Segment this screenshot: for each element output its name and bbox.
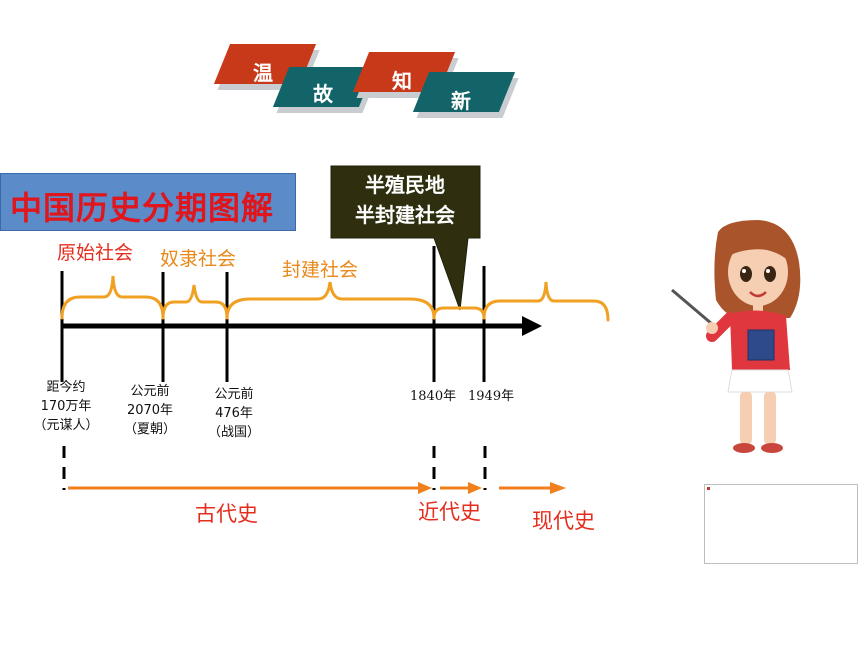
page-title: 中国历史分期图解 xyxy=(10,189,275,227)
tick-label-4: 1840年 xyxy=(410,389,457,404)
era-label-slave: 奴隶社会 xyxy=(160,248,237,270)
brace-primitive xyxy=(60,275,165,320)
callout-bubble xyxy=(330,165,481,311)
callout-line-1: 半殖民地 xyxy=(365,173,445,197)
banner-char-3: 知 xyxy=(392,69,412,93)
modern-arrowhead xyxy=(468,482,482,494)
banner-char-1: 温 xyxy=(253,61,273,85)
ancient-arrowhead xyxy=(418,482,432,494)
brace-feudal xyxy=(225,281,436,320)
period-label-ancient: 古代史 xyxy=(195,502,258,526)
banner-char-2: 故 xyxy=(313,82,333,106)
brace-semicolonial xyxy=(432,306,486,320)
period-label-contemporary: 现代史 xyxy=(532,509,595,533)
contemporary-arrowhead xyxy=(550,482,566,494)
tick-label-3: 公元前 476年 （战国） xyxy=(207,387,260,440)
brace-contemporary xyxy=(482,281,610,322)
era-label-primitive: 原始社会 xyxy=(57,242,134,264)
tick-label-5: 1949年 xyxy=(468,389,515,404)
tick-label-2: 公元前 2070年 （夏朝） xyxy=(123,384,176,437)
period-label-modern: 近代史 xyxy=(418,500,481,524)
teacher-illustration xyxy=(671,220,801,453)
title-box xyxy=(0,173,296,231)
callout-line-2: 半封建社会 xyxy=(355,203,455,227)
banner-char-4: 新 xyxy=(451,89,471,113)
tick-label-1: 距今约 170万年 （元谋人） xyxy=(33,380,99,433)
timeline-arrowhead xyxy=(522,316,542,336)
thumbnail-marker xyxy=(707,487,710,490)
era-label-feudal: 封建社会 xyxy=(282,259,359,281)
callout-label: 半殖民地 半封建社会 xyxy=(332,170,478,230)
brace-slave xyxy=(161,284,229,320)
thumbnail-box[interactable] xyxy=(704,484,858,564)
